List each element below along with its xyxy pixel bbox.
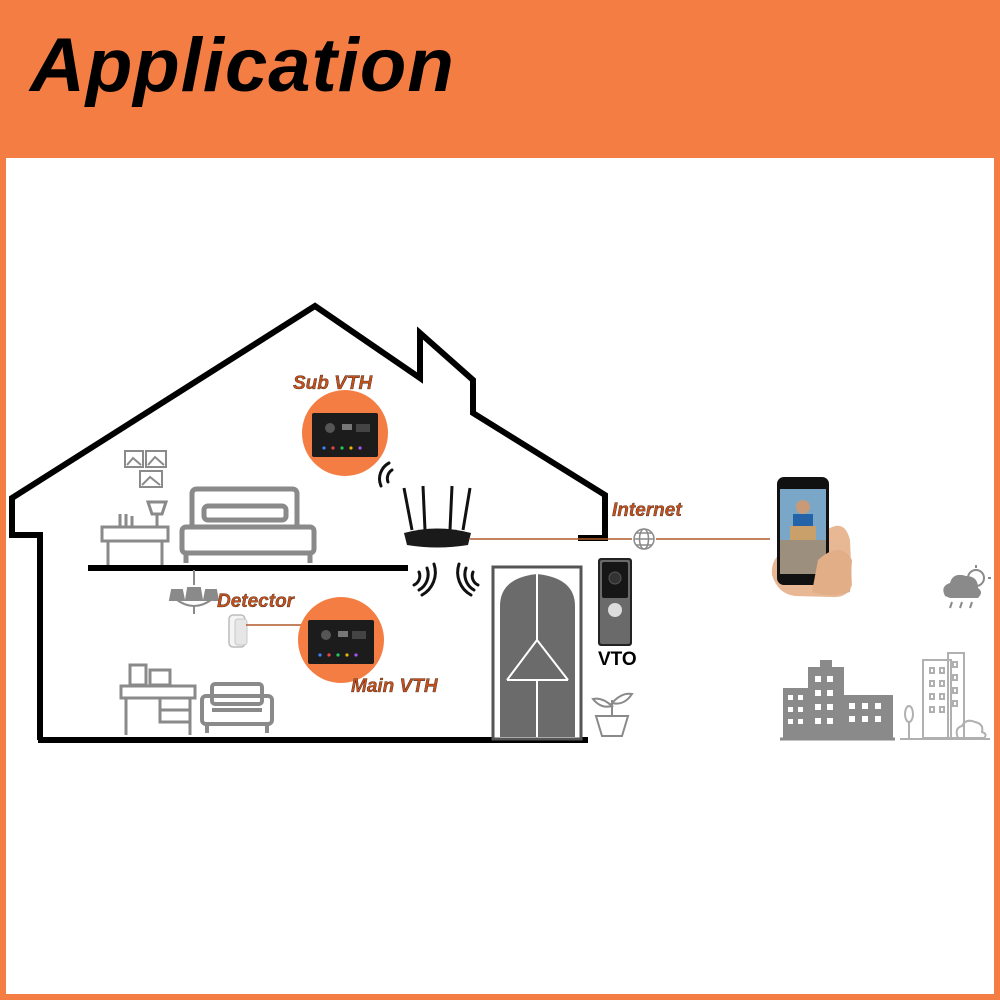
vto-label: VTO: [598, 649, 637, 670]
bed-icon: [179, 486, 317, 563]
desk-icon: [119, 663, 197, 735]
city-buildings-icon: [780, 652, 990, 741]
main-vth-label: Main VTH: [351, 676, 438, 697]
desk-lamp-icon: [100, 500, 170, 565]
plant-pot-icon: [591, 692, 634, 737]
wifi-signal-icon: [378, 461, 480, 597]
router-icon: [402, 485, 472, 548]
page-title: Application: [30, 23, 455, 108]
sub-vth-device: [302, 390, 388, 476]
picture-frames-icon: [124, 450, 167, 488]
door-icon: [491, 565, 583, 741]
smartphone-icon: [771, 477, 852, 598]
detector-sensor-icon: [228, 614, 248, 648]
globe-icon: [633, 528, 655, 550]
chandelier-icon: [168, 570, 220, 614]
weather-cloud-icon: [943, 565, 991, 609]
header-banner: Application: [0, 0, 1000, 158]
detector-label: Detector: [217, 591, 295, 612]
main-vth-device: [298, 597, 384, 683]
sofa-icon: [200, 682, 274, 733]
doorbell-vto-icon: [598, 558, 632, 646]
house-outline: [9, 302, 608, 740]
sub-vth-label: Sub VTH: [293, 373, 373, 394]
internet-label: Internet: [612, 500, 682, 521]
